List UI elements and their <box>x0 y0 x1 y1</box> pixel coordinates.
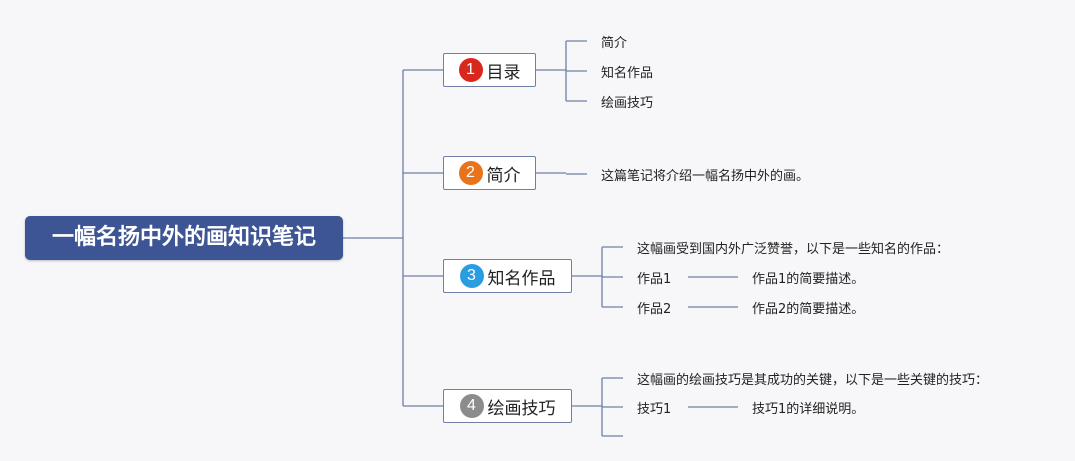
leaf-text[interactable]: 这篇笔记将介绍一幅名扬中外的画。 <box>601 169 810 184</box>
number-badge-icon: 1 <box>458 58 483 82</box>
number-badge-icon: 4 <box>459 394 484 418</box>
leaf-text[interactable]: 这幅画的绘画技巧是其成功的关键，以下是一些关键的技巧： <box>637 373 989 388</box>
leaf-text[interactable]: 作品2 <box>637 302 672 317</box>
leaf-text[interactable]: 绘画技巧 <box>601 96 654 111</box>
root-topic[interactable]: 一幅名扬中外的画知识笔记 <box>25 216 343 260</box>
detail-text[interactable]: 作品1的简要描述。 <box>752 272 865 287</box>
number-badge-icon: 2 <box>458 161 483 185</box>
leaf-text[interactable]: 简介 <box>601 36 628 51</box>
topic-label: 目录 <box>486 62 521 83</box>
leaf-text[interactable]: 知名作品 <box>601 66 654 81</box>
topic-label: 简介 <box>486 165 521 186</box>
leaf-text[interactable]: 技巧1 <box>637 402 672 417</box>
leaf-text[interactable]: 作品1 <box>637 272 672 287</box>
number-badge-icon: 3 <box>459 264 484 288</box>
topic-label: 知名作品 <box>487 268 556 289</box>
detail-text[interactable]: 技巧1的详细说明。 <box>752 402 865 417</box>
leaf-text[interactable]: 这幅画受到国内外广泛赞誉，以下是一些知名的作品： <box>637 242 950 257</box>
detail-text[interactable]: 作品2的简要描述。 <box>752 302 865 317</box>
topic-label: 绘画技巧 <box>487 398 556 419</box>
